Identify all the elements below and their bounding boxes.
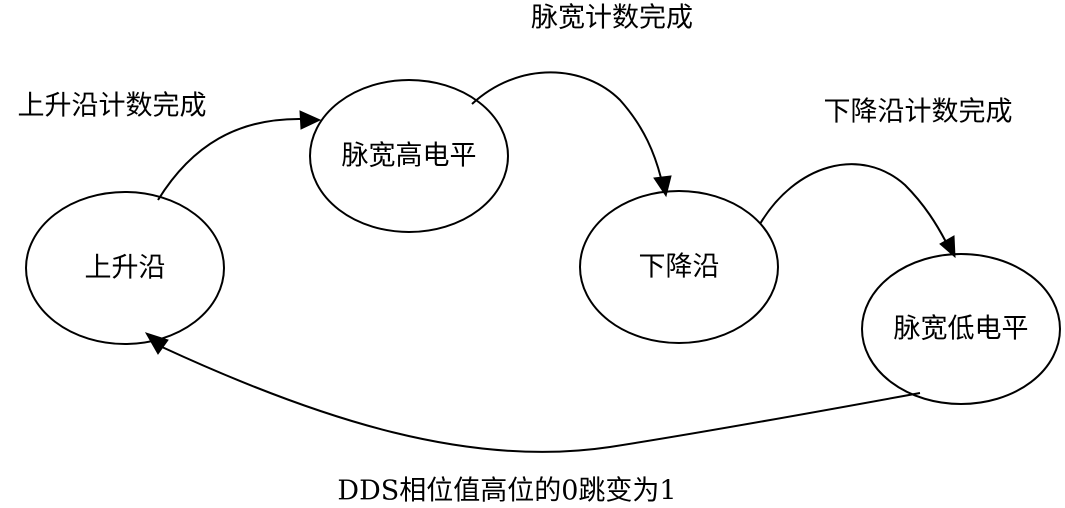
state-rising-edge-label: 上升沿: [85, 253, 166, 284]
state-pulse-high-label: 脉宽高电平: [342, 141, 477, 172]
transition-high-to-falling: [471, 71, 672, 198]
label-falling-done: 下降沿计数完成: [824, 97, 1013, 128]
label-width-done: 脉宽计数完成: [531, 3, 693, 34]
arrowhead: [939, 235, 956, 259]
state-pulse-low: 脉宽低电平: [861, 253, 1061, 405]
state-rising-edge: 上升沿: [25, 191, 225, 345]
transition-falling-to-low: [759, 163, 956, 259]
state-pulse-low-label: 脉宽低电平: [894, 314, 1029, 345]
arrowhead: [144, 332, 169, 355]
state-pulse-high: 脉宽高电平: [309, 79, 509, 233]
label-rising-done: 上升沿计数完成: [18, 91, 207, 122]
arrowhead: [653, 175, 672, 198]
transition-rising-to-high: [157, 110, 322, 201]
state-falling-edge-label: 下降沿: [639, 252, 720, 283]
state-falling-edge: 下降沿: [579, 190, 779, 344]
label-dds-phase-flip: DDS相位值高位的0跳变为1: [337, 476, 676, 507]
arrowhead: [299, 110, 322, 130]
transition-low-to-rising: [144, 332, 921, 453]
